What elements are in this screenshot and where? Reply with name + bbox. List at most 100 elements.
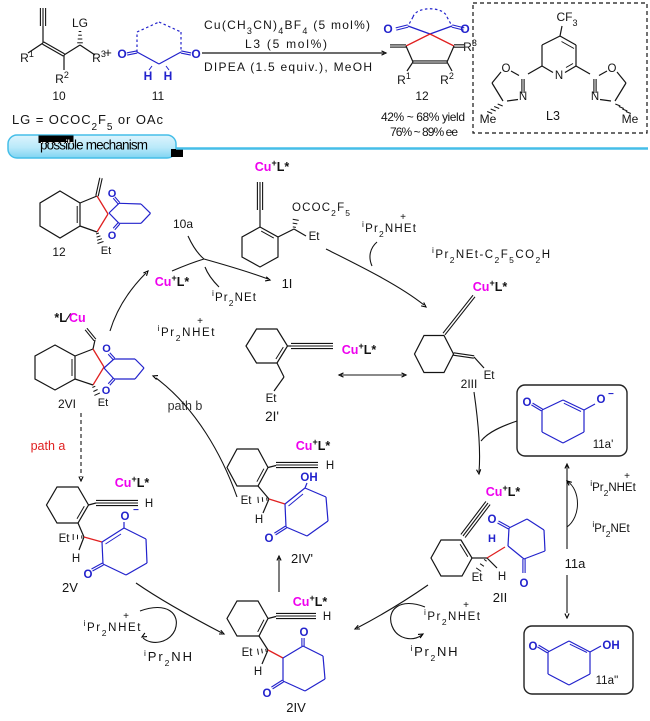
svg-text:H: H	[488, 533, 496, 545]
svg-text:DIPEA (1.5 equiv.), MeOH: DIPEA (1.5 equiv.), MeOH	[204, 60, 372, 74]
svg-text:−: −	[133, 505, 139, 516]
svg-text:iPr2NHEt: iPr2NHEt	[84, 618, 142, 638]
svg-text:Et: Et	[309, 231, 321, 243]
svg-text:O: O	[300, 627, 309, 639]
svg-text:Et: Et	[101, 245, 111, 257]
svg-text:N: N	[519, 91, 527, 103]
svg-text:O: O	[102, 385, 111, 397]
svg-text:iPr2NH: iPr2NH	[411, 643, 458, 663]
svg-text:CF3: CF3	[556, 10, 577, 28]
svg-text:O: O	[597, 394, 606, 406]
svg-text:O: O	[102, 343, 111, 355]
svg-text:possible mechanism: possible mechanism	[40, 138, 148, 153]
svg-text:possible mechanism: possible mechanism	[40, 138, 148, 153]
svg-text:L3: L3	[546, 109, 560, 123]
svg-text:Me: Me	[480, 112, 497, 126]
svg-text:11a'': 11a''	[596, 675, 619, 687]
svg-text:11a: 11a	[565, 556, 586, 571]
svg-text:2I': 2I'	[265, 409, 279, 424]
svg-text:12: 12	[415, 89, 429, 103]
svg-text:Cu+L*: Cu+L*	[155, 273, 190, 289]
svg-text:LG: LG	[72, 16, 88, 30]
svg-text:L3 (5 mol%): L3 (5 mol%)	[245, 37, 327, 51]
svg-text:2V: 2V	[62, 580, 78, 595]
svg-text:R2: R2	[440, 71, 454, 87]
svg-text:O: O	[529, 641, 538, 653]
svg-text:Me: Me	[622, 112, 639, 126]
svg-text:iPr2NEt-C2F5CO2H: iPr2NEt-C2F5CO2H	[432, 245, 550, 265]
svg-text:*L∕Cu: *L∕Cu	[54, 311, 85, 325]
svg-text:+: +	[197, 316, 203, 327]
svg-text:iPr2NHEt: iPr2NHEt	[362, 219, 417, 239]
svg-text:OH: OH	[602, 640, 619, 652]
svg-text:iPr2NHEt: iPr2NHEt	[424, 607, 481, 627]
svg-text:Cu+L*: Cu+L*	[115, 474, 150, 490]
svg-text:OH: OH	[300, 472, 317, 484]
svg-text:Cu+L*: Cu+L*	[293, 593, 328, 609]
svg-text:2III: 2III	[461, 377, 478, 391]
svg-text:H: H	[164, 69, 173, 83]
svg-text:O: O	[191, 47, 200, 61]
svg-text:−: −	[608, 389, 614, 400]
svg-text:12: 12	[52, 245, 66, 259]
svg-text:iPr2NH: iPr2NH	[144, 648, 192, 668]
svg-text:O: O	[460, 22, 469, 36]
svg-text:R1: R1	[397, 71, 411, 87]
svg-text:Cu+L*: Cu+L*	[486, 483, 521, 499]
svg-text:O: O	[263, 688, 272, 700]
svg-text:O: O	[608, 63, 617, 75]
svg-text:O: O	[108, 230, 117, 242]
svg-text:O: O	[265, 533, 274, 545]
svg-text:Et: Et	[59, 533, 71, 545]
svg-text:H: H	[323, 611, 331, 623]
svg-text:Cu+L*: Cu+L*	[255, 158, 290, 174]
svg-text:2IV: 2IV	[286, 700, 306, 715]
svg-text:iPr2NEt: iPr2NEt	[212, 288, 257, 308]
svg-text:42% ~ 68% yield: 42% ~ 68% yield	[381, 110, 465, 124]
svg-text:R2: R2	[55, 70, 69, 86]
svg-text:2II: 2II	[493, 590, 507, 605]
svg-text:H: H	[255, 514, 263, 526]
svg-text:Et: Et	[98, 397, 108, 409]
svg-text:Et: Et	[484, 370, 496, 382]
svg-text:+: +	[624, 471, 630, 482]
svg-text:O: O	[502, 63, 511, 75]
svg-text:11: 11	[152, 89, 165, 103]
svg-text:H: H	[72, 553, 80, 565]
svg-text:H: H	[145, 498, 153, 510]
svg-text:Cu(CH3CN)4BF4 (5 mol%): Cu(CH3CN)4BF4 (5 mol%)	[204, 18, 370, 36]
svg-text:10: 10	[52, 89, 66, 103]
svg-text:Et: Et	[241, 495, 253, 507]
svg-text:O: O	[520, 578, 529, 590]
svg-text:R3: R3	[463, 38, 477, 54]
svg-text:Cu+L*: Cu+L*	[473, 278, 508, 294]
svg-text:O: O	[84, 569, 93, 581]
svg-text:O: O	[117, 47, 126, 61]
svg-text:R1: R1	[20, 49, 34, 65]
svg-text:H: H	[144, 69, 153, 83]
svg-text:O: O	[488, 514, 497, 526]
svg-text:path b: path b	[168, 399, 203, 413]
svg-text:Cu+L*: Cu+L*	[296, 437, 331, 453]
svg-text:+: +	[123, 611, 129, 622]
svg-text:2IV': 2IV'	[291, 551, 313, 566]
svg-text:2VI: 2VI	[58, 397, 76, 411]
svg-text:O: O	[108, 188, 117, 200]
svg-text:H: H	[498, 571, 506, 583]
svg-text:Et: Et	[242, 647, 254, 659]
svg-text:11a': 11a'	[593, 439, 614, 451]
svg-text:Cu+L*: Cu+L*	[342, 341, 377, 357]
svg-text:Et: Et	[266, 393, 278, 405]
svg-text:LG = OCOC2F5 or OAc: LG = OCOC2F5 or OAc	[12, 112, 164, 133]
svg-text:iPr2NHEt: iPr2NHEt	[158, 323, 216, 343]
svg-text:iPr2NEt: iPr2NEt	[592, 519, 630, 539]
svg-text:O: O	[523, 397, 532, 409]
svg-text:path a: path a	[31, 439, 66, 453]
svg-text:+: +	[400, 212, 406, 223]
svg-text:O: O	[121, 511, 130, 523]
svg-text:N: N	[591, 91, 599, 103]
svg-text:Et: Et	[472, 572, 484, 584]
svg-text:OCOC2F5: OCOC2F5	[292, 202, 350, 218]
svg-text:76% ~ 89% ee: 76% ~ 89% ee	[390, 125, 458, 139]
svg-text:+: +	[463, 600, 469, 611]
